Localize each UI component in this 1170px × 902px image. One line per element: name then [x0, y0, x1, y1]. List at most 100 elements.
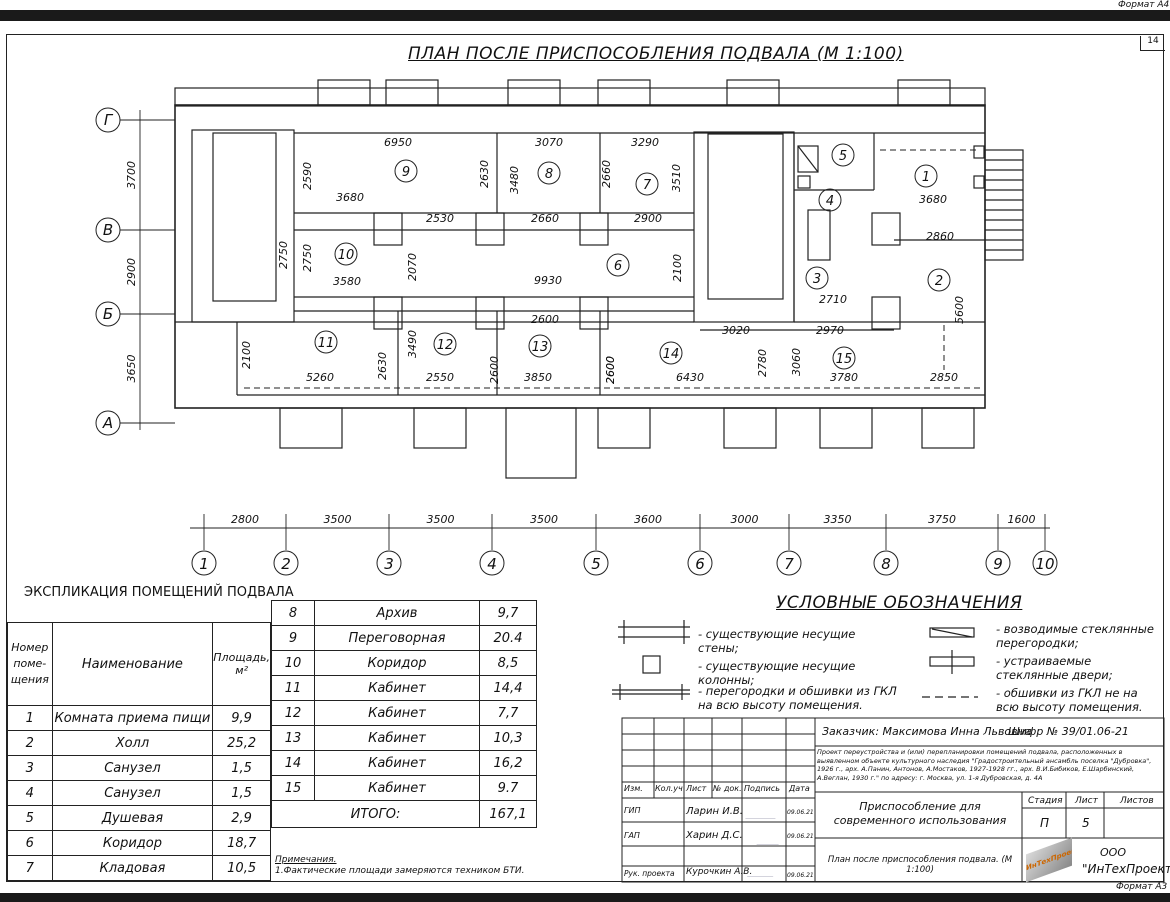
interior-dimension: 3020 — [722, 324, 750, 337]
room-number: 1 — [7, 705, 53, 731]
tb-description: Проект переустройства и (или) перепланир… — [817, 748, 1152, 782]
tb-stage-label: Стадия — [1028, 796, 1063, 806]
row-axis-marker — [95, 107, 121, 133]
tb-date-gip: 09.06.21 — [787, 809, 814, 816]
column-dimension: 3350 — [824, 513, 852, 526]
room-number: 2 — [7, 730, 53, 756]
room-area: 9.7 — [479, 775, 537, 801]
column-axis-label: 1 — [199, 555, 209, 573]
room-number-label: 2 — [935, 274, 943, 289]
room-number-label: 7 — [643, 178, 652, 193]
room-name: Комната приема пищи — [51, 705, 214, 731]
total-label: ИТОГО: — [271, 800, 480, 828]
room-area: 10,5 — [212, 855, 271, 881]
tb-col-sign: Подпись — [744, 784, 780, 793]
legend-item-walls: - существующие несущие стены; — [698, 627, 856, 655]
room-number-marker — [394, 159, 418, 183]
room-number-marker — [334, 242, 358, 266]
column-axis-marker — [687, 550, 713, 576]
legend-item-glass-doors: - устраиваемые стеклянные двери; — [996, 654, 1113, 682]
room-name: Кабинет — [314, 700, 480, 726]
top-border-bar — [0, 10, 1170, 21]
column-dimension: 1600 — [1008, 513, 1036, 526]
room-name: Коридор — [314, 650, 480, 676]
room-number: 12 — [271, 700, 315, 726]
room-name: Кладовая — [51, 855, 214, 881]
room-number: 8 — [271, 600, 315, 626]
row-axis-label: Б — [103, 305, 113, 323]
interior-dimension: 2100 — [671, 254, 684, 282]
room-number-marker — [831, 143, 855, 167]
tb-sheet-label: Лист — [1075, 796, 1098, 806]
room-number-label: 11 — [318, 336, 335, 351]
room-number-label: 1 — [922, 170, 930, 185]
column-axis-label: 2 — [281, 555, 291, 573]
column-dimension: 3750 — [928, 513, 956, 526]
interior-dimension: 3290 — [631, 136, 659, 149]
room-number: 9 — [271, 625, 315, 651]
room-area: 1,5 — [212, 780, 271, 806]
room-number: 4 — [7, 780, 53, 806]
interior-dimension: 2900 — [634, 212, 662, 225]
room-name: Архив — [314, 600, 480, 626]
tb-col-kol: Кол.уч — [655, 784, 683, 793]
room-number-label: 5 — [839, 149, 847, 164]
room-number-label: 10 — [338, 248, 355, 263]
room-number: 5 — [7, 805, 53, 831]
interior-dimension: 3680 — [336, 191, 364, 204]
room-number: 10 — [271, 650, 315, 676]
tb-drawing-name: План после приспособления подвала. (М 1:… — [827, 855, 1013, 875]
tb-sheets-label: Листов — [1120, 796, 1154, 806]
bottom-border-bar — [0, 893, 1170, 902]
room-number-marker — [832, 346, 856, 370]
interior-dimension: 2630 — [478, 160, 491, 188]
col-name-header: Наименование — [51, 622, 214, 706]
interior-dimension: 2850 — [930, 371, 958, 384]
interior-dimension: 2660 — [531, 212, 559, 225]
column-dimension: 3500 — [324, 513, 352, 526]
interior-dimension: 2100 — [240, 341, 253, 369]
column-dimension: 3600 — [634, 513, 662, 526]
interior-dimension: 3580 — [333, 275, 361, 288]
legend-item-columns: - существующие несущие колонны; — [698, 659, 856, 687]
plan-walls — [174, 79, 1024, 479]
room-number: 13 — [271, 725, 315, 751]
tb-project-name: Приспособление для современного использо… — [833, 800, 1007, 827]
notes: Примечания. 1.Фактические площади замеря… — [275, 855, 524, 877]
room-number-marker — [528, 334, 552, 358]
room-number: 15 — [271, 775, 315, 801]
column-axis-marker — [376, 550, 402, 576]
column-dimension: 3000 — [731, 513, 759, 526]
column-dimension: 3500 — [530, 513, 558, 526]
tb-role-gap: ГАП — [624, 831, 640, 840]
column-axis-label: 7 — [784, 555, 794, 573]
interior-dimension: 3480 — [508, 166, 521, 194]
tb-sheet: 5 — [1082, 816, 1090, 830]
drawing-frame — [6, 34, 1164, 882]
interior-dimension: 5260 — [306, 371, 334, 384]
interior-dimension: 2660 — [600, 160, 613, 188]
interior-dimension: 2750 — [277, 241, 290, 269]
tb-col-list: Лист — [686, 784, 707, 793]
room-area: 9,9 — [212, 705, 271, 731]
tb-role-ruk: Рук. проекта — [624, 869, 675, 878]
tb-col-date: Дата — [789, 784, 810, 793]
column-dimension: 2800 — [231, 513, 259, 526]
room-name: Санузел — [51, 780, 214, 806]
room-area: 1,5 — [212, 755, 271, 781]
column-axis-label: 5 — [591, 555, 601, 573]
tb-name-gap: Харин Д.С. — [686, 830, 743, 841]
room-number-marker — [606, 253, 630, 277]
room-number-marker — [314, 330, 338, 354]
room-name: Санузел — [51, 755, 214, 781]
room-number-label: 13 — [532, 340, 549, 355]
